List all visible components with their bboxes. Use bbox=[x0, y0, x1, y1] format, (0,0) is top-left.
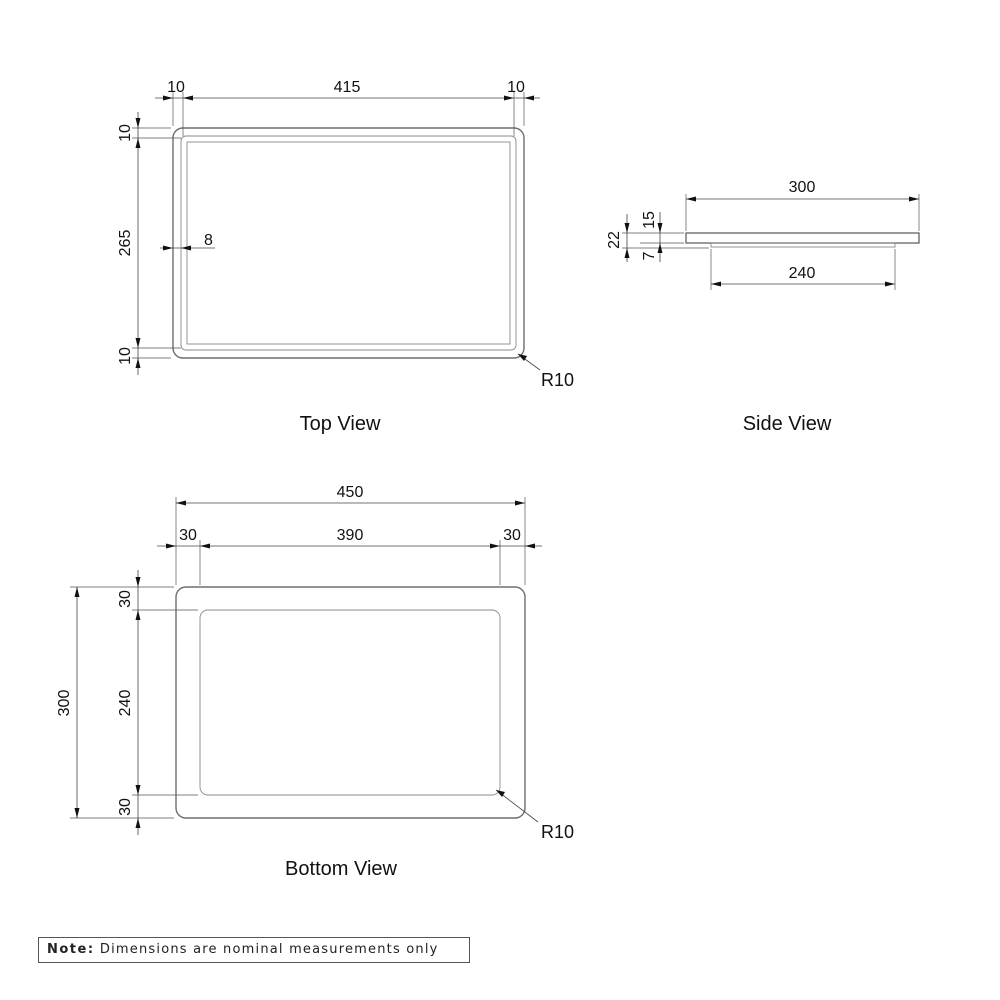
bottom-overall-length-dim: 450 bbox=[337, 484, 364, 501]
top-wall-dim: 8 bbox=[204, 232, 213, 249]
bottom-top-margin-dim: 30 bbox=[117, 590, 134, 608]
bottom-view-inner-panel bbox=[199, 609, 501, 796]
side-base-width-dim: 240 bbox=[789, 265, 816, 282]
side-view-base bbox=[710, 242, 896, 248]
bottom-view-label: Bottom View bbox=[285, 858, 397, 880]
top-length-dim: 415 bbox=[334, 79, 361, 96]
note-box: Note: Dimensions are nominal measurement… bbox=[38, 937, 470, 963]
top-right-rim-dim: 10 bbox=[507, 79, 525, 96]
note-prefix: Note: bbox=[47, 942, 95, 957]
bottom-view: 450 30 390 30 300 30 240 30 R10 Bo bbox=[56, 484, 574, 880]
note-text: Dimensions are nominal measurements only bbox=[99, 942, 439, 957]
side-top-thickness-dim: 15 bbox=[641, 211, 658, 229]
side-base-thickness-dim: 7 bbox=[641, 251, 658, 260]
top-view-label: Top View bbox=[300, 413, 381, 435]
top-bottom-rim-dim: 10 bbox=[117, 347, 134, 365]
top-radius-dim: R10 bbox=[541, 370, 574, 390]
side-view-label: Side View bbox=[743, 413, 832, 435]
top-left-rim-dim: 10 bbox=[167, 79, 185, 96]
bottom-left-margin-dim: 30 bbox=[179, 527, 197, 544]
bottom-bottom-margin-dim: 30 bbox=[117, 798, 134, 816]
side-total-height-dim: 22 bbox=[606, 231, 623, 249]
bottom-right-margin-dim: 30 bbox=[503, 527, 521, 544]
top-view-outer-outline bbox=[172, 127, 525, 359]
bottom-view-outer-outline bbox=[175, 586, 526, 819]
bottom-overall-width-dim: 300 bbox=[56, 690, 73, 717]
top-view-inner-rim bbox=[180, 135, 517, 351]
bottom-inner-width-dim: 240 bbox=[117, 690, 134, 717]
bottom-radius-dim: R10 bbox=[541, 822, 574, 842]
bottom-inner-length-dim: 390 bbox=[337, 527, 364, 544]
side-top-width-dim: 300 bbox=[789, 179, 816, 196]
side-view: 300 240 22 15 7 Side View bbox=[606, 179, 920, 435]
top-view-inner-basin bbox=[186, 141, 511, 345]
top-width-dim: 265 bbox=[117, 230, 134, 257]
side-view-top-plate bbox=[685, 232, 920, 244]
top-view: 10 415 10 10 265 10 8 R10 Top View bbox=[117, 79, 574, 435]
top-top-rim-dim: 10 bbox=[117, 124, 134, 142]
